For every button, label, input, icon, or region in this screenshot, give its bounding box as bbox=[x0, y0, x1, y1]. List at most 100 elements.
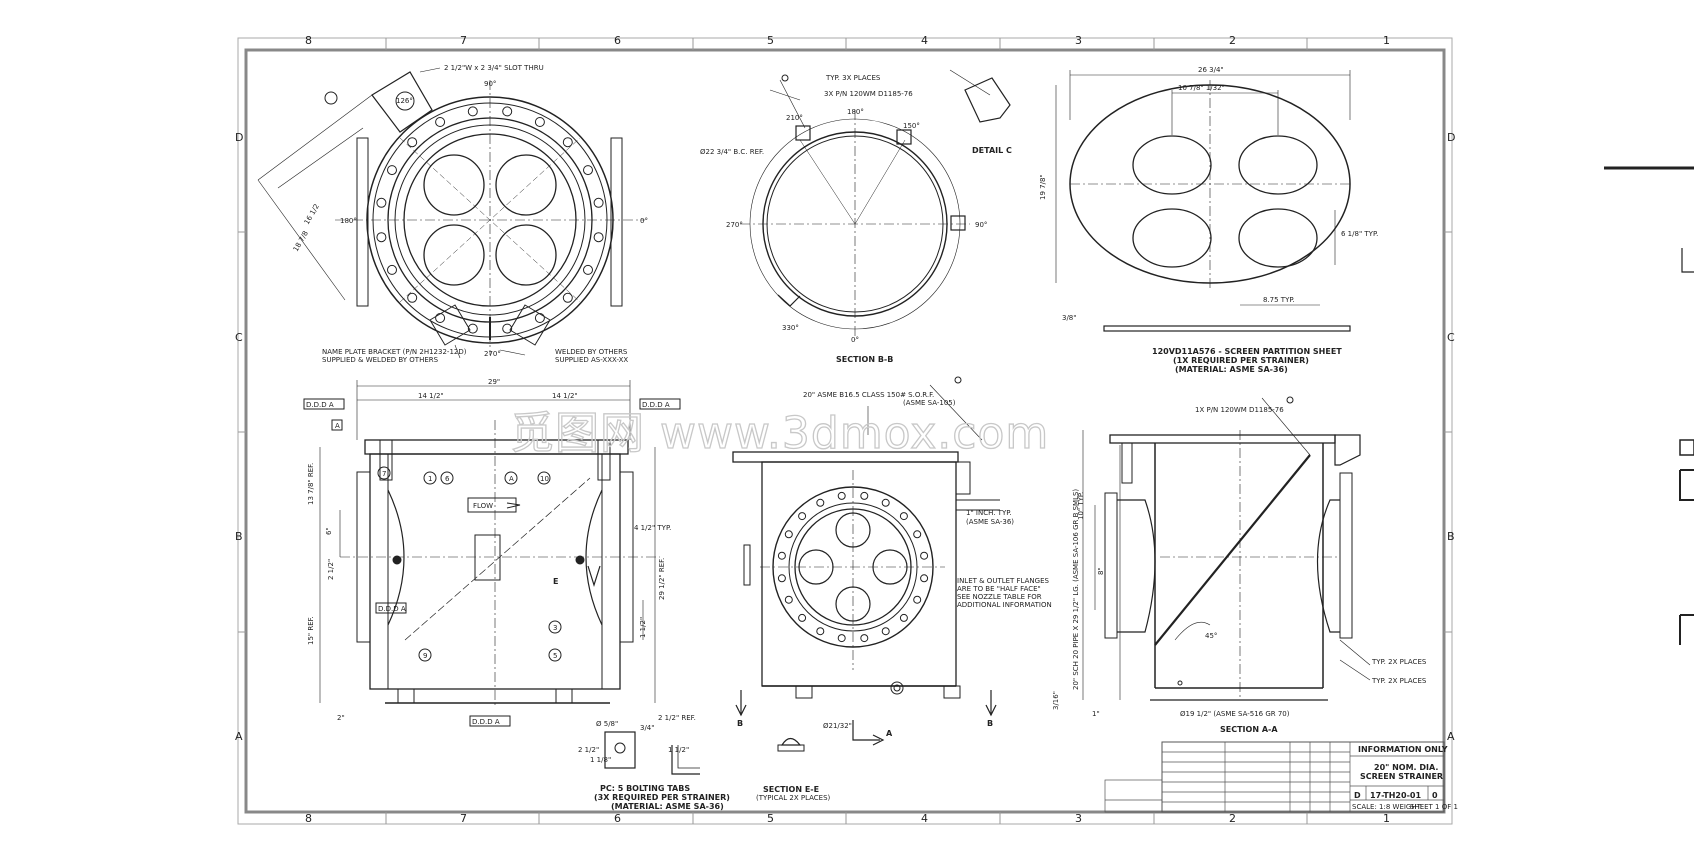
zone-label: 1 bbox=[1383, 34, 1390, 47]
partition-title-line2: (1X REQUIRED PER STRAINER) bbox=[1173, 356, 1309, 365]
zone-ticks bbox=[238, 38, 1452, 824]
bolting-tab-labels: 2 1/2" 1 1/8" 3/4" 1 1/2" Ø 5/8" PC: 5 B… bbox=[578, 720, 730, 811]
bolt-hole bbox=[435, 313, 446, 323]
section-bb-labels: TYP. 3X PLACES 3X P/N 120WM D1185-76 Ø22… bbox=[700, 74, 1012, 364]
bolt-hole bbox=[798, 613, 807, 622]
zone-label: C bbox=[1447, 331, 1455, 344]
zone-label: D bbox=[235, 131, 243, 144]
top-view-labels: 2 1/2"W x 2 3/4" SLOT THRU 126° 90° 0° 1… bbox=[292, 64, 648, 364]
zone-label: B bbox=[1447, 530, 1455, 543]
pn-3x-label: 3X P/N 120WM D1185-76 bbox=[824, 90, 913, 98]
side-view-bolt-holes bbox=[777, 491, 929, 643]
bolt-hole bbox=[593, 232, 604, 243]
fcf-label-2: D.D.D A bbox=[642, 401, 670, 409]
section-ee-title: SECTION E-E bbox=[763, 785, 819, 794]
bolt-hole bbox=[376, 197, 387, 208]
front-view-labels: 29" 14 1/2" 14 1/2" A D.D.D A D.D.D A D.… bbox=[306, 378, 696, 726]
zone-label: 7 bbox=[460, 812, 467, 825]
width-14-left-label: 14 1/2" bbox=[418, 392, 444, 400]
bolt-hole bbox=[913, 595, 922, 604]
section-b-marker-right: B bbox=[987, 719, 993, 728]
section-aa bbox=[1082, 396, 1371, 701]
pipe-label-line2: (ASME SA-105) bbox=[903, 399, 956, 407]
angle-180-label: 180° bbox=[340, 217, 357, 225]
partition-in-label: 10 7/8" 1/32" bbox=[1178, 84, 1225, 92]
zone-label: A bbox=[1447, 730, 1455, 743]
dim-18-label: 18 7/8 bbox=[292, 230, 310, 253]
bolt-hole bbox=[467, 106, 478, 117]
zone-label: 5 bbox=[767, 34, 774, 47]
zone-label: 6 bbox=[614, 812, 621, 825]
height-13-label: 13 7/8" REF. bbox=[307, 463, 315, 505]
angle-150-label: 150° bbox=[903, 122, 920, 130]
tab-title-line1: PC: 5 BOLTING TABS bbox=[600, 784, 690, 793]
flange-note-line1: INLET & OUTLET FLANGES bbox=[957, 577, 1050, 585]
inch-label-line2: (ASME SA-36) bbox=[966, 518, 1014, 526]
bolt-hole bbox=[387, 165, 397, 176]
zone-label: 3 bbox=[1075, 812, 1082, 825]
angle-180b-label: 180° bbox=[847, 108, 864, 116]
height-4-typ-label: 4 1/2" TYP. bbox=[634, 524, 671, 532]
pipe-aa-label: 20" SCH 20 PIPE X 29 1/2" LG. (ASME SA-1… bbox=[1072, 489, 1080, 690]
adjacent-sheet-fragment bbox=[1604, 166, 1694, 645]
nameplate-label-line2: SUPPLIED & WELDED BY OTHERS bbox=[322, 356, 439, 364]
section-aa-labels: 1X P/N 120WM D1185-76 20" SCH 20 PIPE X … bbox=[1052, 406, 1427, 734]
angle-270-label: 270° bbox=[484, 350, 501, 358]
typ-3x-label: TYP. 3X PLACES bbox=[825, 74, 881, 82]
balloon-6: 6 bbox=[445, 475, 450, 483]
section-e-marker: E bbox=[553, 577, 558, 586]
section-bb bbox=[740, 69, 1011, 340]
bolt-hole bbox=[562, 292, 573, 303]
bolt-hole bbox=[435, 117, 446, 127]
width-29-label: 29" bbox=[488, 378, 500, 386]
zone-label: 1 bbox=[1383, 812, 1390, 825]
bolt-hole bbox=[860, 491, 869, 500]
slot-label: 2 1/2"W x 2 3/4" SLOT THRU bbox=[444, 64, 544, 72]
nameplate-label-line1: NAME PLATE BRACKET (P/N 2H1232-12D) bbox=[322, 348, 467, 356]
tab-title-line3: (MATERIAL: ASME SA-36) bbox=[611, 802, 724, 811]
side-view-labels: 20" ASME B16.5 CLASS 150# S.O.R.F. (ASME… bbox=[737, 391, 1052, 802]
height-6-label: 6" bbox=[325, 527, 333, 535]
bolt-hole bbox=[777, 574, 786, 583]
angle-0-label: 0° bbox=[640, 217, 648, 225]
height-2-label: 2 1/2" bbox=[327, 559, 335, 580]
zone-label: 2 bbox=[1229, 34, 1236, 47]
bolt-hole bbox=[593, 197, 604, 208]
bolt-hole bbox=[881, 627, 890, 636]
bolt-circle-label: Ø22 3/4" B.C. REF. bbox=[700, 148, 764, 156]
bolt-hole bbox=[376, 232, 387, 243]
zone-label: 8 bbox=[305, 812, 312, 825]
zone-label: 6 bbox=[614, 34, 621, 47]
angle-330-label: 330° bbox=[782, 324, 799, 332]
e-dim-label: Ø21/32" bbox=[823, 722, 852, 730]
tab-dim-1: 2 1/2" bbox=[578, 746, 599, 754]
tab-title-line2: (3X REQUIRED PER STRAINER) bbox=[594, 793, 730, 802]
partition-space-label: 8.75 TYP. bbox=[1263, 296, 1295, 304]
partition-title-line3: (MATERIAL: ASME SA-36) bbox=[1175, 365, 1288, 374]
watermark: 觅图网 www.3dmox.com bbox=[510, 408, 1049, 459]
bolt-hole bbox=[784, 595, 793, 604]
pn-aa-label: 1X P/N 120WM D1185-76 bbox=[1195, 406, 1284, 414]
balloon-5: 5 bbox=[553, 652, 557, 660]
zone-labels-top: 8 7 6 5 4 3 2 1 bbox=[305, 34, 1390, 47]
partition-sheet-labels: 26 3/4" 10 7/8" 1/32" 19 7/8" 6 1/8" TYP… bbox=[1039, 66, 1378, 374]
title-line1: 20" NOM. DIA. bbox=[1374, 763, 1438, 772]
bolt-hole bbox=[837, 491, 846, 500]
bolt-hole bbox=[899, 613, 908, 622]
bolting-tab bbox=[604, 731, 700, 775]
zone-label: 5 bbox=[767, 812, 774, 825]
bolt-hole bbox=[407, 292, 418, 303]
fcf-label-4: D.D.D A bbox=[472, 718, 500, 726]
angle-126-label: 126° bbox=[396, 97, 413, 105]
side-view bbox=[732, 376, 1000, 752]
zone-labels-right: D C B A bbox=[1447, 131, 1455, 743]
height-1-label: 1 1/2" bbox=[639, 617, 647, 638]
balloon-a: A bbox=[509, 475, 514, 483]
angle-90-label: 90° bbox=[484, 80, 496, 88]
flange-note-line4: ADDITIONAL INFORMATION bbox=[957, 601, 1052, 609]
zone-label: A bbox=[235, 730, 243, 743]
top-view-bolt-holes bbox=[376, 106, 604, 334]
bolt-hole bbox=[920, 574, 929, 583]
section-bb-title: SECTION B-B bbox=[836, 355, 893, 364]
top-view bbox=[257, 67, 645, 359]
